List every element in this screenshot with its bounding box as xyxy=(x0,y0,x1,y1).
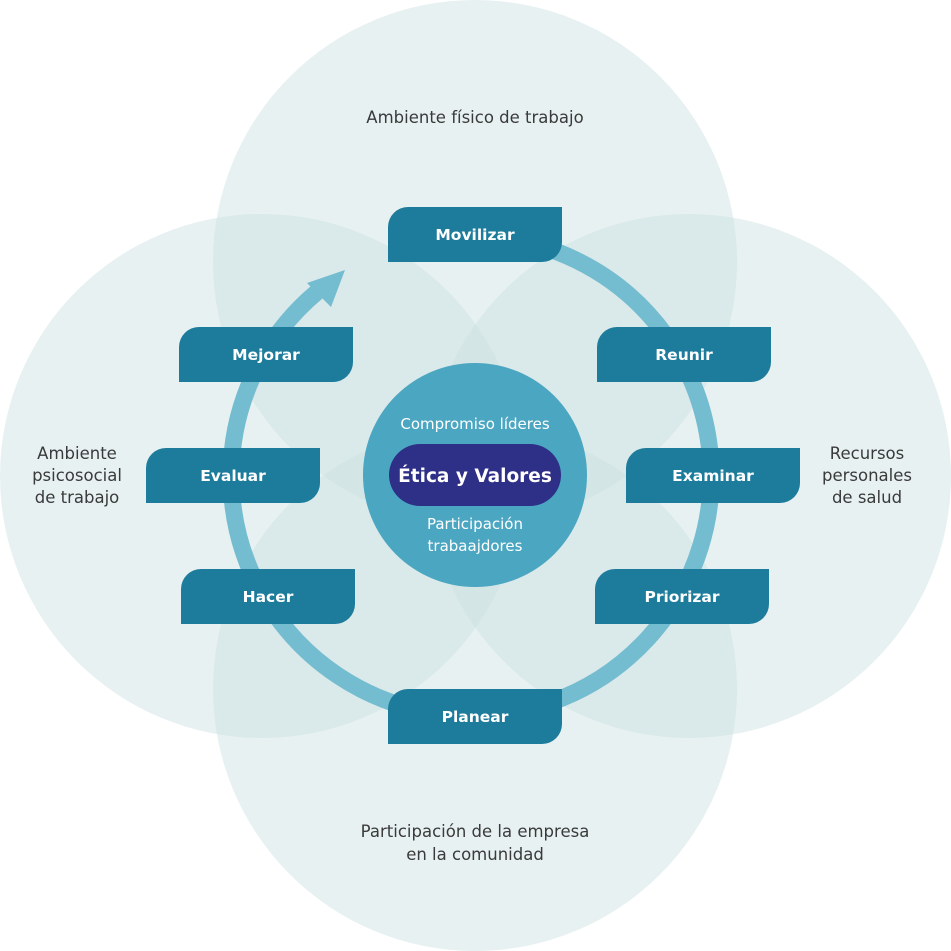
area-label-left-3: de trabajo xyxy=(35,488,120,507)
area-label-right-2: personales xyxy=(822,466,912,485)
step-movilizar: Movilizar xyxy=(388,207,562,262)
hub-workers-label: Participación xyxy=(427,515,523,533)
values-pill xyxy=(389,444,561,506)
values-pill-label: Ética y Valores xyxy=(398,465,552,487)
step-examinar-label: Examinar xyxy=(672,467,754,485)
step-reunir-label: Reunir xyxy=(655,346,713,364)
area-label-right-1: Recursos xyxy=(830,444,904,463)
area-label-right-3: de salud xyxy=(832,488,902,507)
step-mejorar: Mejorar xyxy=(179,327,353,382)
step-planear: Planear xyxy=(388,689,562,744)
hub-workers-label-2: trabaajdores xyxy=(428,537,523,555)
area-label-bottom-2: en la comunidad xyxy=(406,845,544,864)
step-evaluar: Evaluar xyxy=(146,448,320,503)
step-evaluar-label: Evaluar xyxy=(200,467,266,485)
step-priorizar: Priorizar xyxy=(595,569,769,624)
step-hacer-label: Hacer xyxy=(243,588,294,606)
area-label-left-1: Ambiente xyxy=(37,444,117,463)
cycle-arrow-head xyxy=(307,270,345,307)
step-hacer: Hacer xyxy=(181,569,355,624)
area-label-bottom-1: Participación de la empresa xyxy=(361,822,590,841)
step-examinar: Examinar xyxy=(626,448,800,503)
step-mejorar-label: Mejorar xyxy=(232,346,300,364)
step-movilizar-label: Movilizar xyxy=(435,226,515,244)
hub-leaders-label: Compromiso líderes xyxy=(400,415,549,433)
step-priorizar-label: Priorizar xyxy=(644,588,719,606)
step-planear-label: Planear xyxy=(442,708,509,726)
step-reunir: Reunir xyxy=(597,327,771,382)
area-label-top: Ambiente físico de trabajo xyxy=(366,108,583,127)
area-label-left-2: psicosocial xyxy=(32,466,122,485)
